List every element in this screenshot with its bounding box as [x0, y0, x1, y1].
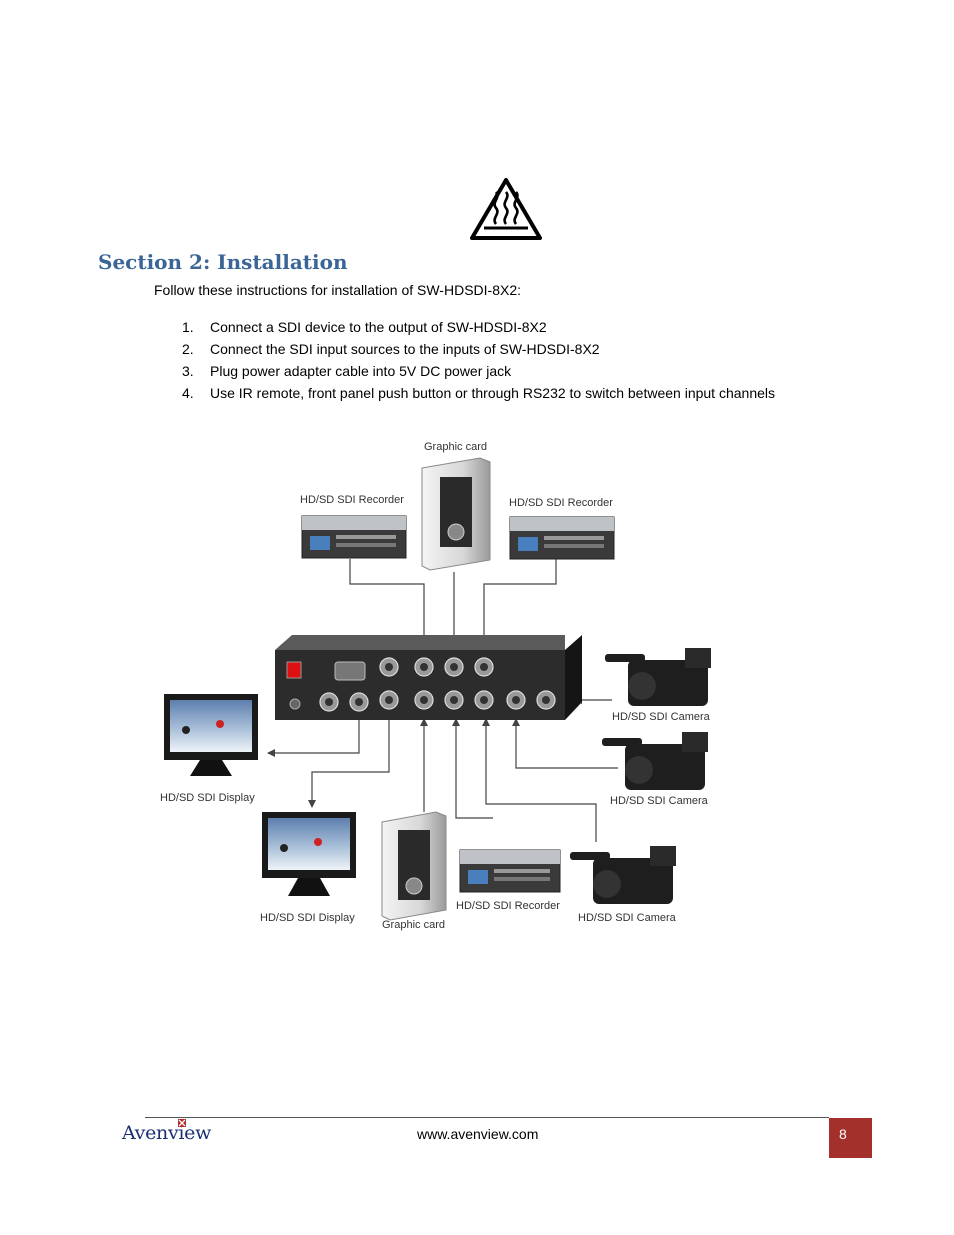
list-item: 1. Connect a SDI device to the output of …	[182, 318, 775, 340]
label-camera-2: HD/SD SDI Camera	[610, 795, 709, 807]
label-camera-1: HD/SD SDI Camera	[612, 711, 711, 723]
camera-3	[570, 846, 676, 904]
list-item: 2. Connect the SDI input sources to the i…	[182, 340, 775, 362]
label-recorder-right: HD/SD SDI Recorder	[509, 497, 613, 509]
step-text: Connect the SDI input sources to the inp…	[210, 341, 600, 357]
footer-divider	[145, 1117, 829, 1118]
label-recorder-bottom: HD/SD SDI Recorder	[456, 900, 560, 912]
step-number: 4.	[182, 385, 194, 401]
page-number-badge: 8	[829, 1118, 872, 1158]
label-graphic-card-top: Graphic card	[424, 441, 487, 453]
step-text: Connect a SDI device to the output of SW…	[210, 319, 547, 335]
graphic-card-top	[421, 457, 491, 571]
label-camera-3: HD/SD SDI Camera	[578, 912, 677, 924]
list-item: 3. Plug power adapter cable into 5V DC po…	[182, 362, 775, 384]
connection-diagram: Graphic card HD/SD SDI Recorder HD/SD SD…	[160, 441, 711, 931]
installation-steps: 1. Connect a SDI device to the output of …	[182, 318, 775, 406]
step-text: Use IR remote, front panel push button o…	[210, 385, 776, 401]
graphic-card-bottom	[381, 811, 447, 921]
step-text: Plug power adapter cable into 5V DC powe…	[210, 363, 512, 379]
switcher-unit	[275, 635, 582, 720]
footer-url[interactable]: www.avenview.com	[417, 1126, 539, 1142]
camera-2	[602, 732, 708, 790]
section-title: Section 2: Installation	[98, 250, 348, 274]
step-number: 3.	[182, 363, 194, 379]
list-item: 4. Use IR remote, front panel push button…	[182, 384, 775, 406]
recorder-left	[301, 515, 407, 559]
connection-lines	[267, 559, 618, 842]
recorder-right	[509, 516, 615, 560]
display-bottom	[262, 812, 356, 896]
page-number: 8	[839, 1126, 847, 1142]
intro-text: Follow these instructions for installati…	[154, 282, 521, 298]
step-number: 1.	[182, 319, 194, 335]
logo-mark-icon	[178, 1119, 186, 1127]
label-recorder-left: HD/SD SDI Recorder	[300, 494, 404, 506]
camera-1	[605, 648, 711, 706]
step-number: 2.	[182, 341, 194, 357]
label-display-left: HD/SD SDI Display	[160, 792, 255, 804]
hot-surface-warning-icon	[470, 178, 542, 240]
label-display-bottom: HD/SD SDI Display	[260, 912, 355, 924]
avenview-logo: Avenview	[122, 1122, 212, 1144]
recorder-bottom	[459, 849, 561, 893]
display-left	[164, 694, 258, 776]
label-graphic-card-bottom: Graphic card	[382, 919, 445, 931]
